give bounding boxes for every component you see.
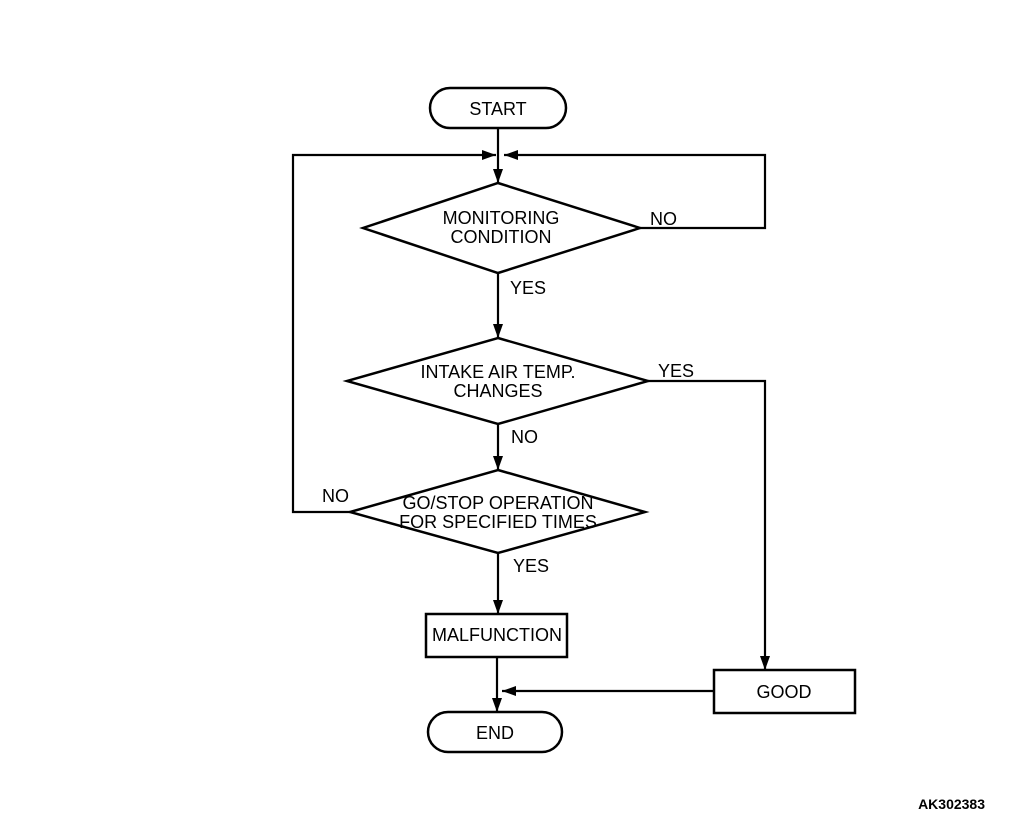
go-stop-operation-label-line1: GO/STOP OPERATION xyxy=(402,493,593,513)
monitoring-yes-label: YES xyxy=(510,278,546,298)
monitoring-condition-label-line1: MONITORING xyxy=(443,208,560,228)
start-terminator-shape xyxy=(428,86,568,130)
go-stop-no-label: NO xyxy=(322,486,349,506)
edges xyxy=(291,128,770,712)
good-process-shape xyxy=(712,668,857,715)
intake-no-label: NO xyxy=(511,427,538,447)
intake-air-temp-label-line2: CHANGES xyxy=(453,381,542,401)
start-node: START xyxy=(428,86,568,130)
go-stop-operation-decision: GO/STOP OPERATION FOR SPECIFIED TIMES xyxy=(345,468,650,555)
good-node: GOOD xyxy=(712,668,857,715)
intake-air-temp-label-line1: INTAKE AIR TEMP. xyxy=(420,362,575,382)
go-stop-operation-label-line2: FOR SPECIFIED TIMES xyxy=(399,512,597,532)
go-stop-yes-label: YES xyxy=(513,556,549,576)
nodes: START MONITORING CONDITION INTAKE AIR TE… xyxy=(342,86,857,754)
edge-monitoring-no-loop xyxy=(504,150,767,230)
intake-air-temp-diamond-shape xyxy=(342,336,653,426)
good-label: GOOD xyxy=(756,682,811,702)
intake-yes-label: YES xyxy=(658,361,694,381)
intake-air-temp-decision: INTAKE AIR TEMP. CHANGES xyxy=(342,336,653,426)
monitoring-condition-diamond-shape xyxy=(359,181,645,275)
edge-gostop-no-loop xyxy=(291,150,496,514)
malfunction-process-shape xyxy=(424,612,569,659)
start-label: START xyxy=(469,99,526,119)
malfunction-node: MALFUNCTION xyxy=(424,612,569,659)
monitoring-condition-decision: MONITORING CONDITION xyxy=(359,181,645,275)
figure-code: AK302383 xyxy=(918,796,985,812)
end-node: END xyxy=(426,710,564,754)
edge-intake-yes-to-good xyxy=(648,379,770,670)
malfunction-label: MALFUNCTION xyxy=(432,625,562,645)
end-terminator-shape xyxy=(426,710,564,754)
end-label: END xyxy=(476,723,514,743)
monitoring-no-label: NO xyxy=(650,209,677,229)
edge-labels: NO YES YES NO NO YES xyxy=(322,209,694,576)
monitoring-condition-label-line2: CONDITION xyxy=(451,227,552,247)
go-stop-operation-diamond-shape xyxy=(345,468,650,555)
